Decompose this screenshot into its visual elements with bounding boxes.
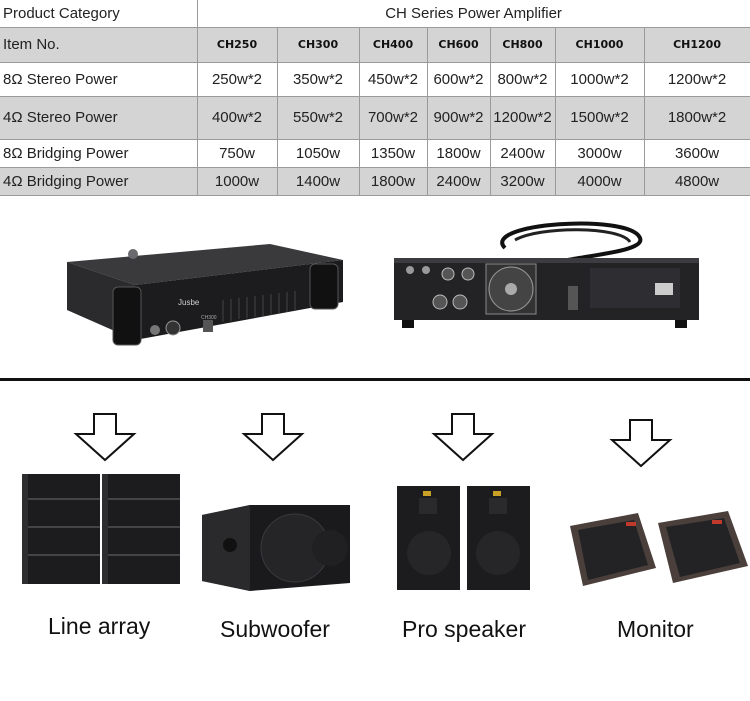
table-cell: 1400w xyxy=(277,167,360,196)
table-cell: 750w xyxy=(197,139,278,168)
line-array-speaker-image xyxy=(22,474,180,584)
table-cell: 1350w xyxy=(359,139,428,168)
amplifier-back-image xyxy=(394,221,699,328)
category-subwoofer: Subwoofer xyxy=(200,405,370,645)
model-header: CH1000 xyxy=(555,27,645,63)
category-monitor: Monitor xyxy=(560,405,750,645)
arrow-down-icon xyxy=(431,413,495,462)
table-row: 8Ω Stereo Power 250w*2 350w*2 450w*2 600… xyxy=(0,62,750,97)
monitor-speaker-image xyxy=(570,511,748,586)
category-label: Line array xyxy=(48,613,151,639)
pro-speaker-image xyxy=(397,486,530,590)
table-cell: 250w*2 xyxy=(197,62,278,97)
table-cell: 600w*2 xyxy=(427,62,491,97)
table-cell: 2400w xyxy=(427,167,491,196)
row-label: 4Ω Bridging Power xyxy=(0,167,198,196)
table-cell: 1050w xyxy=(277,139,360,168)
model-header: CH300 xyxy=(277,27,360,63)
model-header: CH400 xyxy=(359,27,428,63)
table-cell: 350w*2 xyxy=(277,62,360,97)
table-row: 4Ω Stereo Power 400w*2 550w*2 700w*2 900… xyxy=(0,96,750,140)
table-cell: 400w*2 xyxy=(197,96,278,140)
amplifier-model-text: CH300 xyxy=(201,315,217,321)
table-row: 8Ω Bridging Power 750w 1050w 1350w 1800w… xyxy=(0,139,750,168)
table-cell: 900w*2 xyxy=(427,96,491,140)
table-cell: 1800w xyxy=(359,167,428,196)
table-cell: 1500w*2 xyxy=(555,96,645,140)
section-divider xyxy=(0,378,750,381)
model-header: CH1200 xyxy=(644,27,750,63)
table-cell: 3600w xyxy=(644,139,750,168)
category-line-array: Line array xyxy=(0,405,200,645)
model-header: CH600 xyxy=(427,27,491,63)
series-title: CH Series Power Amplifier xyxy=(197,0,750,28)
table-cell: 4800w xyxy=(644,167,750,196)
arrow-down-icon xyxy=(609,419,673,468)
table-cell: 1800w*2 xyxy=(644,96,750,140)
category-label: Pro speaker xyxy=(402,616,527,642)
table-cell: 1800w xyxy=(427,139,491,168)
row-label: 8Ω Bridging Power xyxy=(0,139,198,168)
amplifier-front-image: Jusbe CH300 xyxy=(67,244,343,346)
table-cell: 1200w*2 xyxy=(490,96,556,140)
amplifier-brand-text: Jusbe xyxy=(178,298,200,307)
table-cell: 1000w xyxy=(197,167,278,196)
row-label: 4Ω Stereo Power xyxy=(0,96,198,140)
table-row: 4Ω Bridging Power 1000w 1400w 1800w 2400… xyxy=(0,167,750,196)
spec-table: Product Category CH Series Power Amplifi… xyxy=(0,0,750,196)
table-cell: 1200w*2 xyxy=(644,62,750,97)
item-no-label: Item No. xyxy=(0,27,198,63)
table-cell: 3200w xyxy=(490,167,556,196)
table-cell: 3000w xyxy=(555,139,645,168)
row-label: 8Ω Stereo Power xyxy=(0,62,198,97)
category-label: Subwoofer xyxy=(220,616,330,642)
table-cell: 1000w*2 xyxy=(555,62,645,97)
category-pro-speaker: Pro speaker xyxy=(380,405,560,645)
subwoofer-speaker-image xyxy=(202,505,350,591)
table-cell: 700w*2 xyxy=(359,96,428,140)
model-header: CH250 xyxy=(197,27,278,63)
model-header: CH800 xyxy=(490,27,556,63)
category-label: Monitor xyxy=(617,616,694,642)
table-cell: 550w*2 xyxy=(277,96,360,140)
product-category-label: Product Category xyxy=(0,0,198,28)
table-cell: 450w*2 xyxy=(359,62,428,97)
table-cell: 2400w xyxy=(490,139,556,168)
table-cell: 4000w xyxy=(555,167,645,196)
arrow-down-icon xyxy=(241,413,305,462)
table-cell: 800w*2 xyxy=(490,62,556,97)
arrow-down-icon xyxy=(73,413,137,462)
